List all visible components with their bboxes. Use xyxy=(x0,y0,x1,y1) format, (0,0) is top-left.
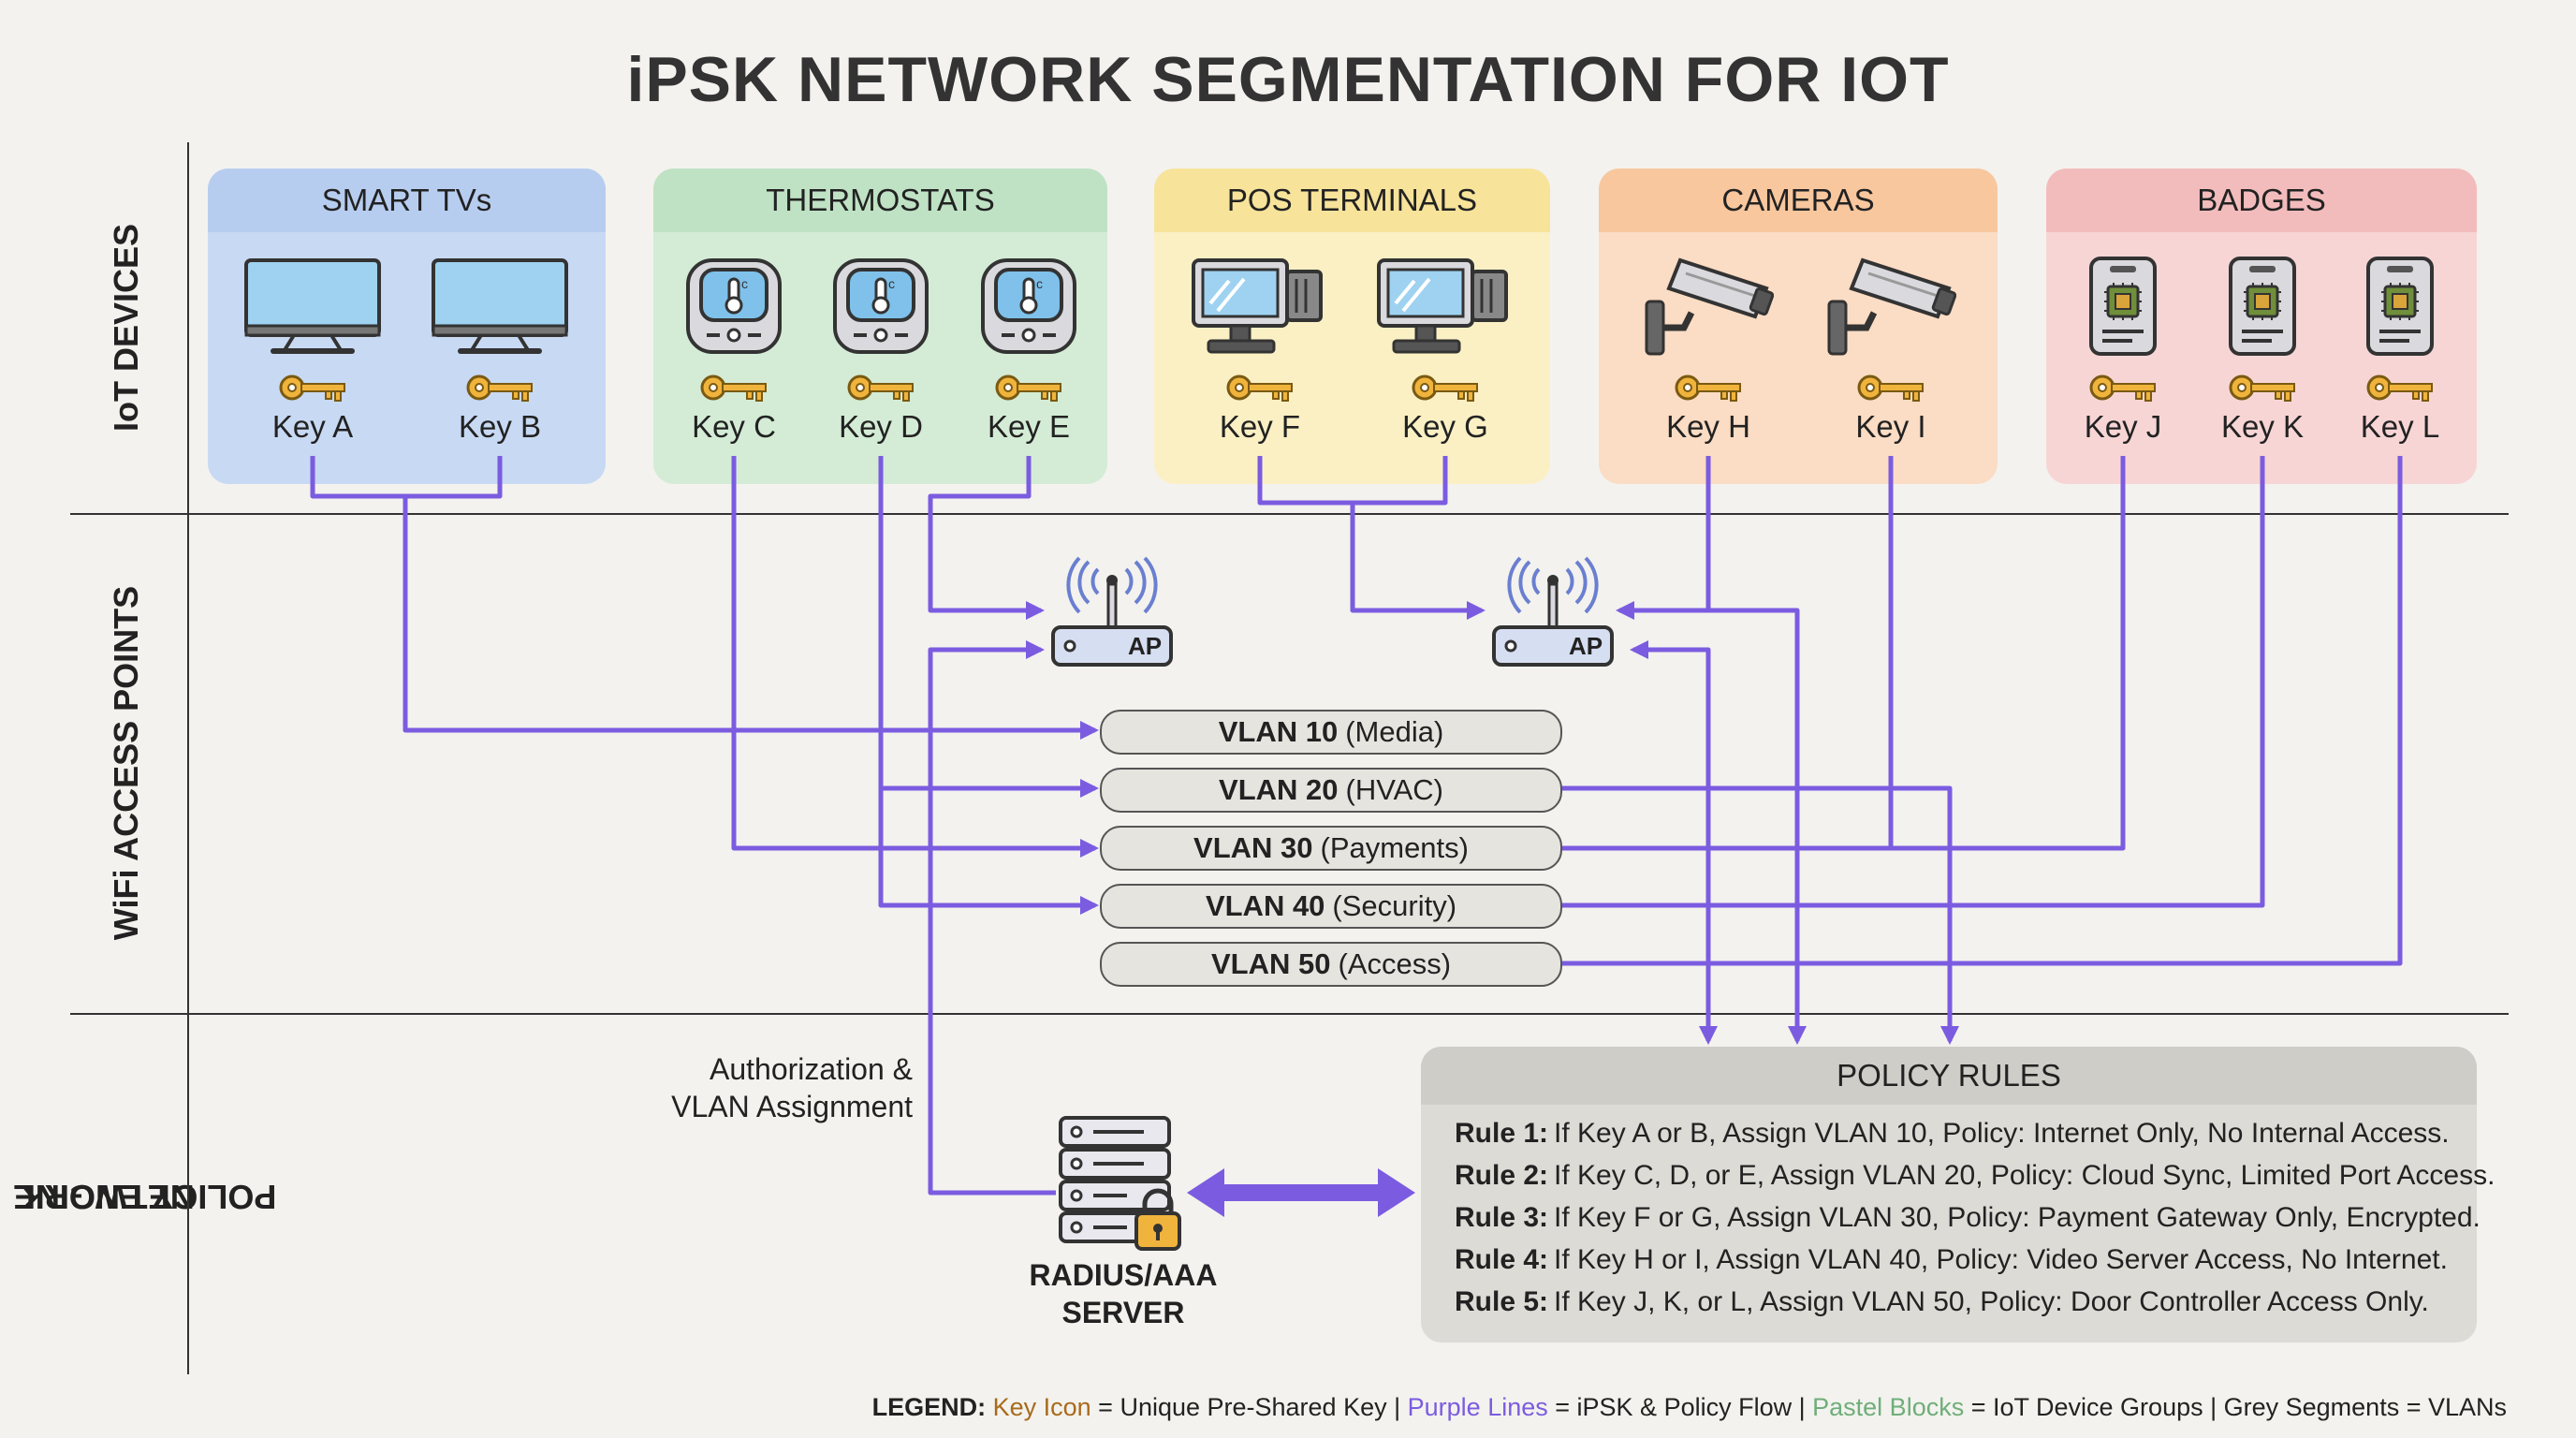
key-label: Key K xyxy=(2220,409,2305,444)
wifi-ap-icon xyxy=(1492,556,1614,667)
thermostat-icon: c xyxy=(682,255,785,362)
key-label: Key J xyxy=(2084,409,2162,444)
flow-line-server-ap1 xyxy=(928,640,1056,1196)
badge-icon xyxy=(2363,255,2437,362)
svg-text:c: c xyxy=(888,276,895,291)
radius-server-icon xyxy=(1059,1116,1181,1251)
key-icon xyxy=(1224,371,1295,409)
key-label: Key G xyxy=(1402,409,1488,444)
key-label: Key H xyxy=(1666,409,1750,444)
key-label: Key A xyxy=(271,409,354,444)
row-separator-1 xyxy=(70,513,2509,515)
flow-line-ap2-policy-a xyxy=(1619,608,1807,1045)
group-title: CAMERAS xyxy=(1599,169,1998,232)
key-label: Key L xyxy=(2360,409,2440,444)
flow-line-key-h xyxy=(1616,456,1711,620)
pos-terminal-icon xyxy=(1190,255,1330,362)
group-title: BADGES xyxy=(2046,169,2477,232)
key-icon xyxy=(845,371,916,409)
flow-line-key-a xyxy=(310,456,405,499)
key-icon xyxy=(2364,371,2436,409)
key-label: Key E xyxy=(987,409,1071,444)
svg-text:c: c xyxy=(1036,276,1043,291)
key-label: Key B xyxy=(458,409,542,444)
flow-line-key-d-vlan40 xyxy=(878,788,1099,915)
flow-line-key-e xyxy=(928,456,1045,620)
radius-server-label: RADIUS/AAA SERVER xyxy=(1029,1258,1218,1329)
thermostat-icon: c xyxy=(829,255,932,362)
wifi-ap-icon xyxy=(1051,556,1173,667)
policy-rule-1: Rule 1:If Key A or B, Assign VLAN 10, Po… xyxy=(1455,1118,2450,1149)
thermostat-icon: c xyxy=(977,255,1080,362)
vlan-segment-10: VLAN 10(Media) xyxy=(1100,710,1562,755)
badge-icon xyxy=(2225,255,2300,362)
policy-rule-4: Rule 4:If Key H or I, Assign VLAN 40, Po… xyxy=(1455,1244,2448,1275)
key-label: Key F xyxy=(1219,409,1301,444)
ap-label: AP xyxy=(1569,632,1603,660)
policy-rules-panel: POLICY RULES Rule 1:If Key A or B, Assig… xyxy=(1421,1047,2495,1343)
key-icon xyxy=(1855,371,1926,409)
key-icon xyxy=(2227,371,2298,409)
group-badges: BADGES xyxy=(2046,169,2477,484)
authorization-label: Authorization & VLAN Assignment xyxy=(671,1052,913,1123)
vlan-segment-40: VLAN 40(Security) xyxy=(1100,884,1562,929)
flow-line-key-f xyxy=(1257,456,1353,506)
key-icon xyxy=(1673,371,1744,409)
flow-line-key-j xyxy=(1891,456,2126,851)
camera-icon xyxy=(1825,255,1957,362)
tv-icon xyxy=(430,255,570,362)
vlan-segment-30: VLAN 30(Payments) xyxy=(1100,826,1562,871)
flow-line-key-c xyxy=(731,456,1099,858)
policy-rule-3: Rule 3:If Key F or G, Assign VLAN 30, Po… xyxy=(1455,1202,2481,1233)
policy-rule-2: Rule 2:If Key C, D, or E, Assign VLAN 20… xyxy=(1455,1160,2496,1191)
policy-rules-title: POLICY RULES xyxy=(1421,1047,2477,1105)
key-icon xyxy=(464,371,535,409)
flow-line-key-l xyxy=(1559,456,2403,966)
group-title: THERMOSTATS xyxy=(653,169,1107,232)
group-pos-terminals: POS TERMINALS xyxy=(1154,169,1550,484)
wifi-access-point-1: AP xyxy=(1049,552,1175,679)
key-icon xyxy=(2087,371,2159,409)
key-label: Key C xyxy=(692,409,776,444)
tv-icon xyxy=(242,255,383,362)
camera-icon xyxy=(1643,255,1775,362)
key-icon xyxy=(277,371,348,409)
legend: LEGEND: Key Icon = Unique Pre-Shared Key… xyxy=(871,1393,2507,1421)
badge-icon xyxy=(2086,255,2160,362)
flow-line-ap2-policy-b xyxy=(1630,640,1718,1045)
lock-icon xyxy=(1134,1188,1181,1251)
diagram-title: iPSK NETWORK SEGMENTATION FOR IOT xyxy=(626,44,1950,115)
row-label-divider xyxy=(187,142,189,1374)
svg-text:c: c xyxy=(741,276,748,291)
flow-line-key-g xyxy=(1350,456,1486,620)
key-label: Key I xyxy=(1855,409,1926,444)
key-icon xyxy=(1410,371,1481,409)
key-label: Key D xyxy=(839,409,923,444)
wifi-access-point-2: AP xyxy=(1490,552,1616,679)
vlan-segment-50: VLAN 50(Access) xyxy=(1100,942,1562,987)
row-separator-2 xyxy=(70,1013,2509,1015)
flow-line-key-b xyxy=(402,456,1099,740)
flow-line-key-k xyxy=(1559,456,2265,908)
policy-rule-5: Rule 5:If Key J, K, or L, Assign VLAN 50… xyxy=(1455,1286,2429,1317)
pos-terminal-icon xyxy=(1375,255,1515,362)
key-icon xyxy=(993,371,1064,409)
key-icon xyxy=(698,371,769,409)
ap-label: AP xyxy=(1128,632,1163,660)
vlan-segment-20: VLAN 20(HVAC) xyxy=(1100,768,1562,813)
group-title: POS TERMINALS xyxy=(1154,169,1550,232)
server-policy-link xyxy=(1187,1168,1415,1217)
group-title: SMART TVs xyxy=(208,169,606,232)
